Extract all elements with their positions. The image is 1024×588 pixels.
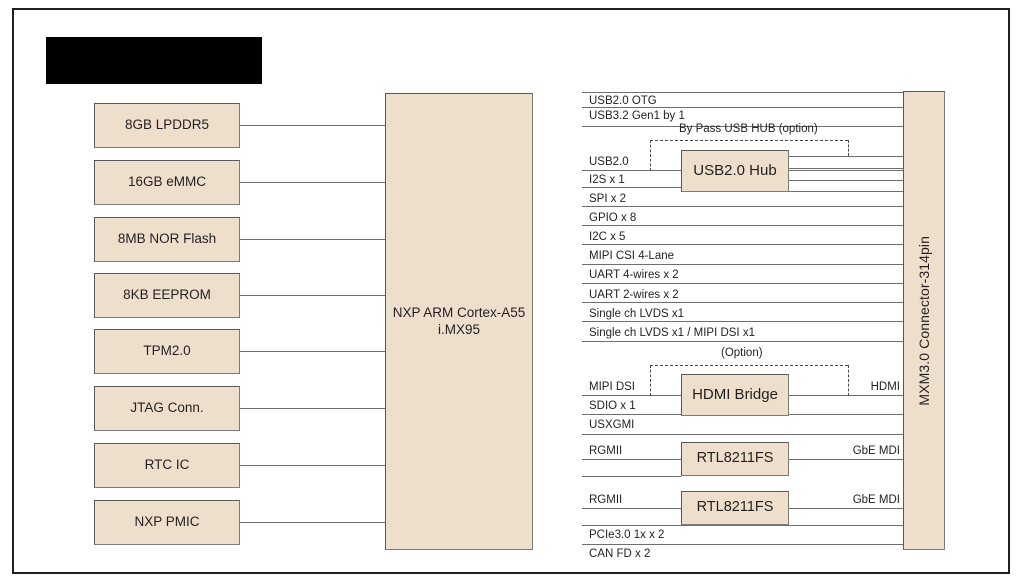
- usb-bypass-dash-left: [650, 140, 651, 171]
- signal-rgmii-1: RGMII: [589, 445, 623, 457]
- block-label: 16GB eMMC: [127, 174, 207, 190]
- row-sep-9: [582, 283, 903, 284]
- signal-usb32-gen1: USB3.2 Gen1 by 1: [589, 110, 685, 122]
- link-pmic: [240, 522, 385, 523]
- hdmi-option-dash-left: [650, 365, 651, 396]
- block-label: 8GB LPDDR5: [124, 117, 210, 133]
- row-sep-5: [582, 206, 903, 207]
- signal-can-fd: CAN FD x 2: [589, 548, 651, 560]
- signal-usxgmi: USXGMI: [589, 419, 635, 431]
- link-nor-flash: [240, 239, 385, 240]
- signal-lvds: Single ch LVDS x1: [589, 308, 685, 320]
- label-gbe-mdi-1: GbE MDI: [852, 445, 900, 457]
- usb-hub-out-4: [789, 191, 903, 192]
- hdmi-option-dash-right: [848, 365, 849, 396]
- row-sep-11: [582, 321, 903, 322]
- block-lpddr5[interactable]: 8GB LPDDR5: [94, 103, 240, 148]
- block-usb20-hub[interactable]: USB2.0 Hub: [681, 150, 789, 192]
- usb-hub-out-1: [789, 156, 903, 157]
- row-sep-7: [582, 244, 903, 245]
- block-label: RTL8211FS: [696, 450, 774, 467]
- block-rtc-ic[interactable]: RTC IC: [94, 443, 240, 488]
- block-emmc[interactable]: 16GB eMMC: [94, 160, 240, 205]
- row-sep-top: [582, 92, 903, 93]
- usb-hub-out-2: [789, 168, 903, 169]
- row-sep-18: [582, 544, 903, 545]
- row-sep-12: [582, 341, 903, 342]
- link-tpm: [240, 351, 385, 352]
- block-eeprom[interactable]: 8KB EEPROM: [94, 273, 240, 318]
- redacted-title-block: [46, 37, 262, 84]
- row-sep-17: [582, 525, 903, 526]
- signal-uart-2wire: UART 2-wires x 2: [589, 289, 679, 301]
- row-sep-6: [582, 225, 903, 226]
- row-sep-4: [582, 187, 681, 188]
- usb-bypass-dash-top: [650, 140, 848, 141]
- usb-hub-out-3: [789, 180, 903, 181]
- signal-lvds-dsi: Single ch LVDS x1 / MIPI DSI x1: [589, 327, 755, 339]
- block-nxp-pmic[interactable]: NXP PMIC: [94, 500, 240, 545]
- link-lpddr5: [240, 125, 385, 126]
- block-jtag-connector[interactable]: JTAG Conn.: [94, 386, 240, 431]
- diagram-frame: 8GB LPDDR5 16GB eMMC 8MB NOR Flash 8KB E…: [12, 8, 1010, 574]
- row-sep-16: [582, 476, 681, 477]
- signal-usb20-otg: USB2.0 OTG: [589, 95, 657, 107]
- row-sep-10: [582, 302, 903, 303]
- block-label: JTAG Conn.: [130, 400, 204, 416]
- connector-label: MXM3.0 Connector-314pin: [915, 235, 932, 406]
- label-hdmi-option: (Option): [721, 347, 763, 359]
- block-label: NXP PMIC: [134, 514, 200, 530]
- soc-label-line1: NXP ARM Cortex-A55: [392, 305, 526, 321]
- row-sep-2: [582, 126, 903, 127]
- block-label: 8KB EEPROM: [123, 287, 211, 303]
- label-gbe-mdi-2: GbE MDI: [852, 494, 900, 506]
- signal-mipi-csi: MIPI CSI 4-Lane: [589, 250, 675, 262]
- block-phy-rtl8211fs-1[interactable]: RTL8211FS: [681, 442, 789, 476]
- signal-rgmii-2: RGMII: [589, 494, 623, 506]
- mxm-connector-block[interactable]: MXM3.0 Connector-314pin: [903, 91, 945, 550]
- link-emmc: [240, 182, 385, 183]
- row-sep-1: [582, 107, 903, 108]
- signal-mipi-dsi: MIPI DSI: [589, 381, 636, 393]
- block-label: HDMI Bridge: [692, 386, 778, 403]
- signal-pcie: PCIe3.0 1x x 2: [589, 529, 665, 541]
- label-hdmi-out: HDMI: [870, 381, 900, 393]
- block-hdmi-bridge[interactable]: HDMI Bridge: [681, 374, 789, 416]
- link-jtag: [240, 408, 385, 409]
- block-label: TPM2.0: [143, 343, 191, 359]
- link-rtc: [240, 465, 385, 466]
- soc-block[interactable]: NXP ARM Cortex-A55 i.MX95: [385, 93, 533, 550]
- row-sep-15: [582, 434, 903, 435]
- signal-usb20: USB2.0: [589, 156, 629, 168]
- signal-gpio: GPIO x 8: [589, 212, 637, 224]
- label-usb-bypass-option: By Pass USB HUB (option): [679, 123, 818, 135]
- soc-label-line2: i.MX95: [437, 321, 481, 337]
- block-label: RTL8211FS: [696, 499, 774, 516]
- block-label: USB2.0 Hub: [693, 162, 777, 179]
- usb-bypass-dash-right: [848, 140, 849, 156]
- block-tpm[interactable]: TPM2.0: [94, 329, 240, 374]
- link-eeprom: [240, 295, 385, 296]
- hdmi-option-dash-top: [650, 365, 848, 366]
- row-sep-8: [582, 264, 903, 265]
- signal-i2c: I2C x 5: [589, 231, 626, 243]
- block-nor-flash[interactable]: 8MB NOR Flash: [94, 217, 240, 262]
- signal-spi: SPI x 2: [589, 193, 627, 205]
- block-phy-rtl8211fs-2[interactable]: RTL8211FS: [681, 491, 789, 525]
- signal-i2s: I2S x 1: [589, 174, 625, 186]
- signal-sdio: SDIO x 1: [589, 400, 636, 412]
- block-label: RTC IC: [144, 457, 190, 473]
- block-label: 8MB NOR Flash: [117, 231, 217, 247]
- signal-uart-4wire: UART 4-wires x 2: [589, 269, 679, 281]
